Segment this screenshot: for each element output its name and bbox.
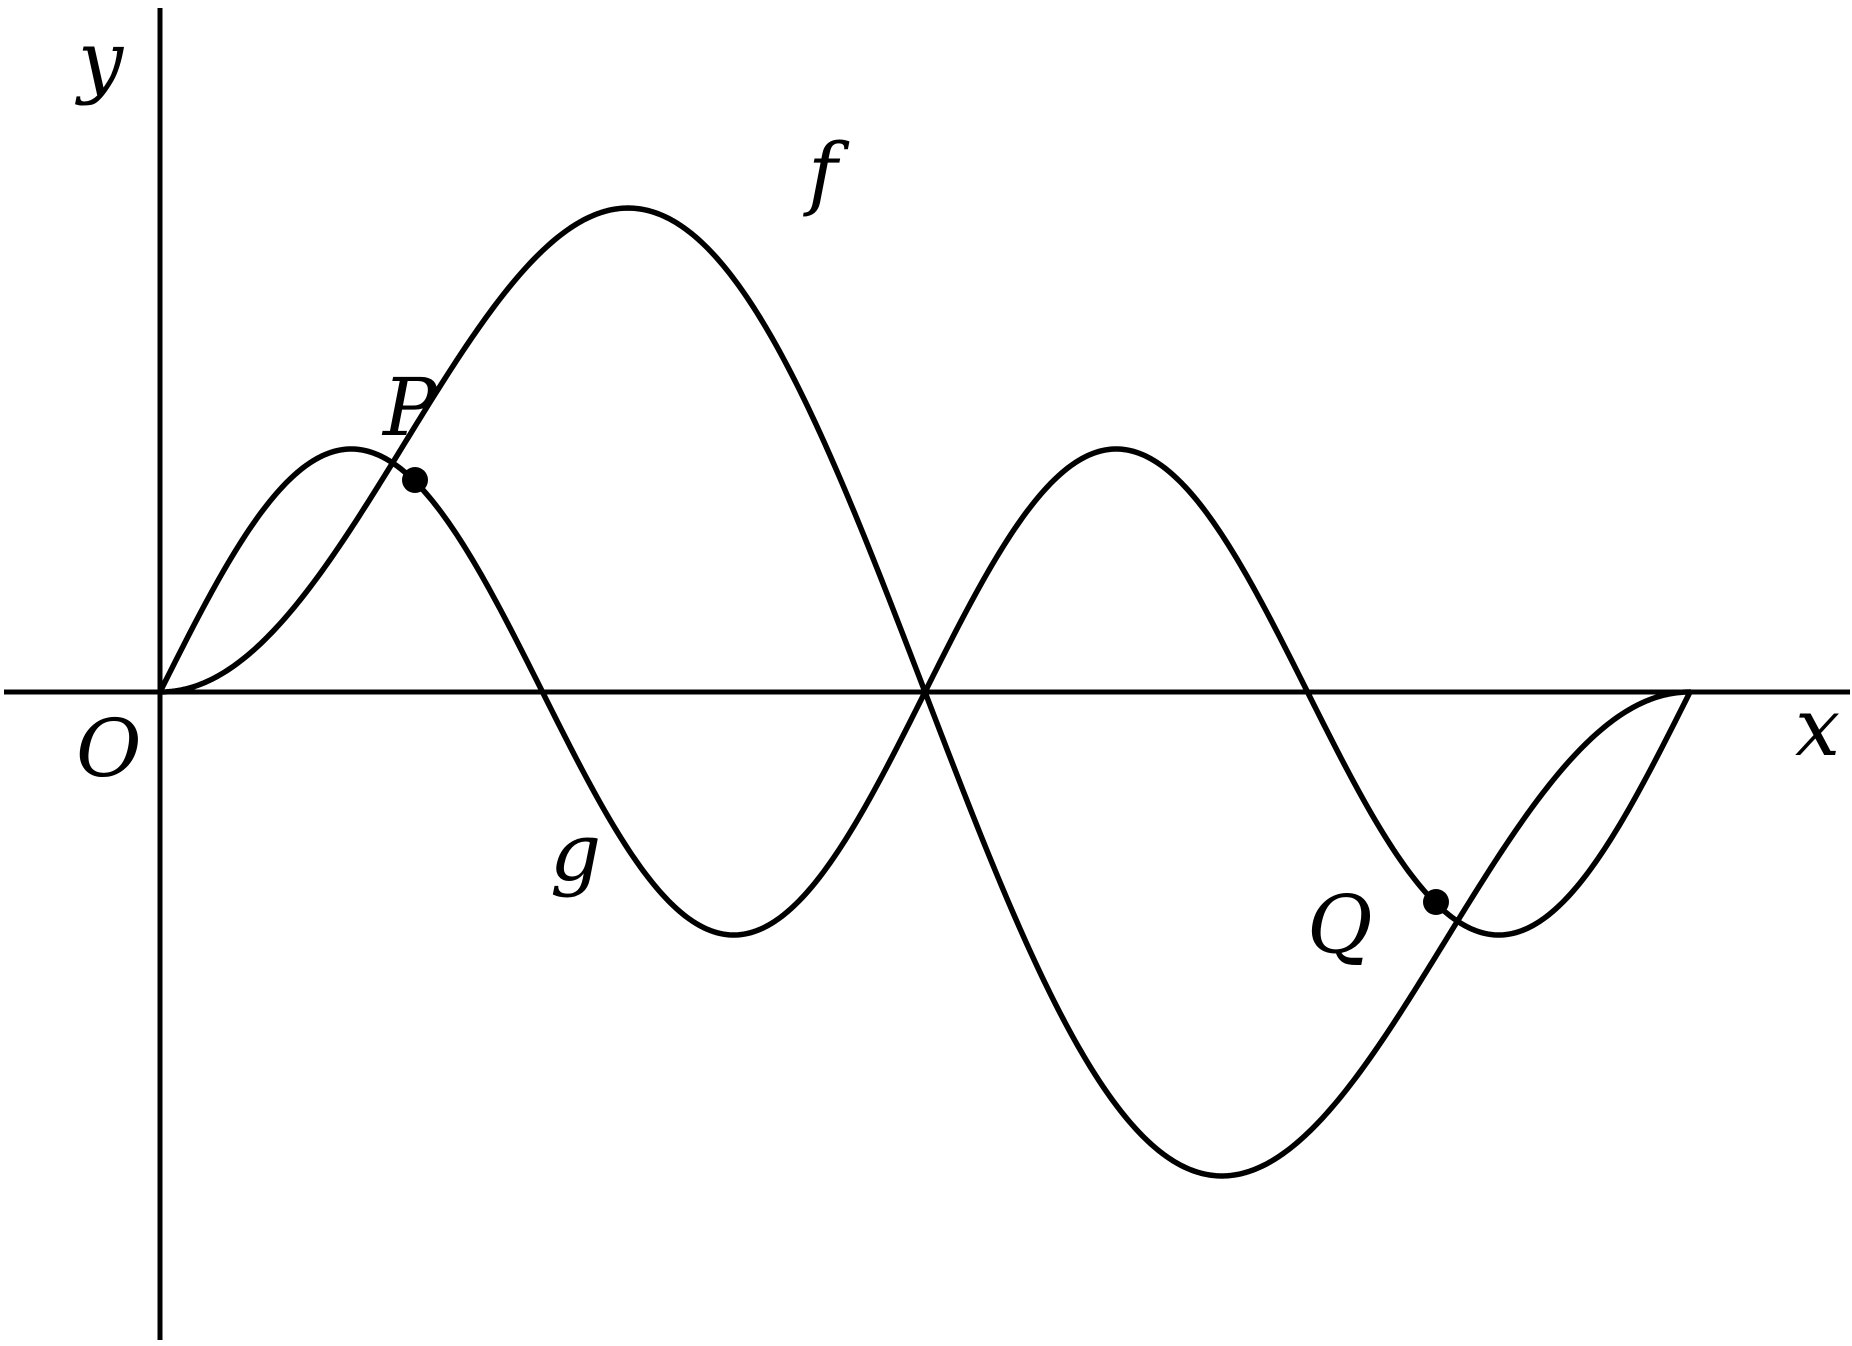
x-axis-label: x [1795, 681, 1840, 774]
point-q-marker [1423, 889, 1449, 915]
origin-label: O [76, 702, 142, 795]
point-p-label: P [381, 361, 438, 454]
y-axis-label: y [75, 14, 125, 107]
point-q-label: Q [1307, 878, 1373, 971]
curve-g-label: g [550, 806, 601, 899]
curve-f-label: f [803, 126, 850, 219]
point-p-marker [402, 467, 428, 493]
